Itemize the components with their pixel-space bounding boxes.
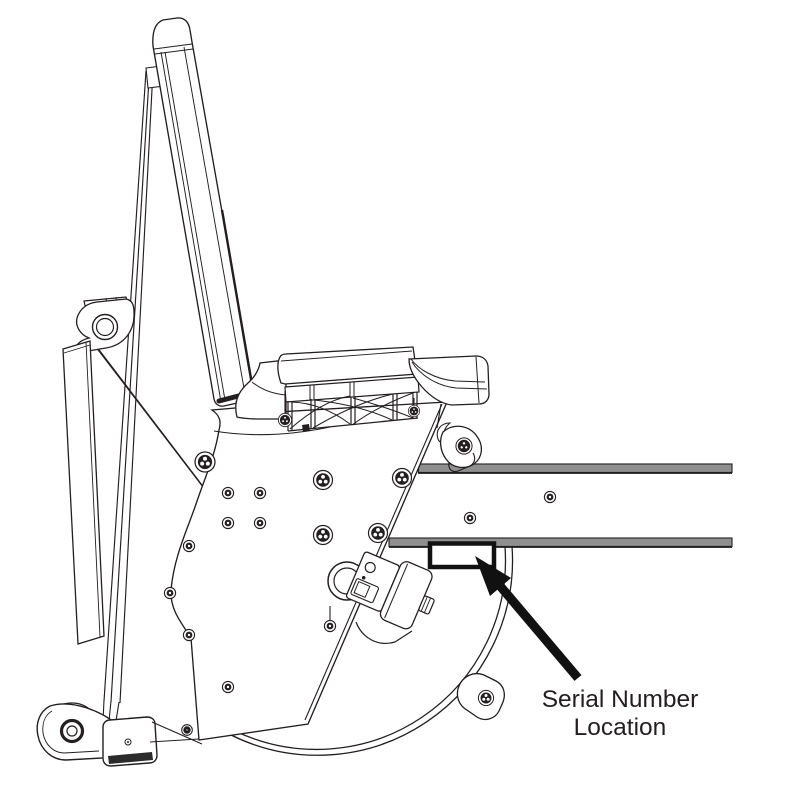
flywheel-rim	[230, 545, 514, 756]
rail-screw	[543, 490, 557, 504]
panel-rim-curve	[213, 426, 331, 436]
callout-arrow	[475, 556, 582, 681]
annotation-line-2: Location	[574, 714, 667, 741]
side-cover-slat	[62, 340, 105, 645]
annotation-line-1: Serial Number	[542, 686, 699, 713]
storage-rail	[388, 463, 733, 548]
power-switch	[353, 580, 371, 599]
arrow-head-icon	[475, 556, 511, 596]
annotation-label: Serial Number Location	[542, 686, 699, 741]
folded-monorail	[152, 17, 255, 407]
storage-rail-web	[420, 472, 732, 539]
front-foot	[36, 699, 203, 767]
seat-struts	[287, 392, 418, 431]
seat-support-wedge	[235, 359, 287, 420]
pivot-claw-bracket	[75, 296, 135, 353]
rail-screw	[463, 511, 477, 525]
indicator-hole	[364, 561, 376, 574]
arrow-shaft	[497, 583, 582, 681]
monorail-edge-shading	[220, 209, 254, 386]
seat-frame-band	[284, 376, 420, 403]
foot-pad-tread	[108, 752, 153, 764]
frame-brace	[78, 324, 206, 490]
seat-bottom-chord	[287, 417, 419, 432]
power-knob	[418, 595, 435, 615]
front-leg	[103, 65, 165, 704]
flywheel-bracket	[456, 672, 505, 721]
power-switch-module	[345, 551, 435, 644]
seat-truss-braces	[289, 392, 414, 430]
seat-assembly	[235, 346, 490, 473]
